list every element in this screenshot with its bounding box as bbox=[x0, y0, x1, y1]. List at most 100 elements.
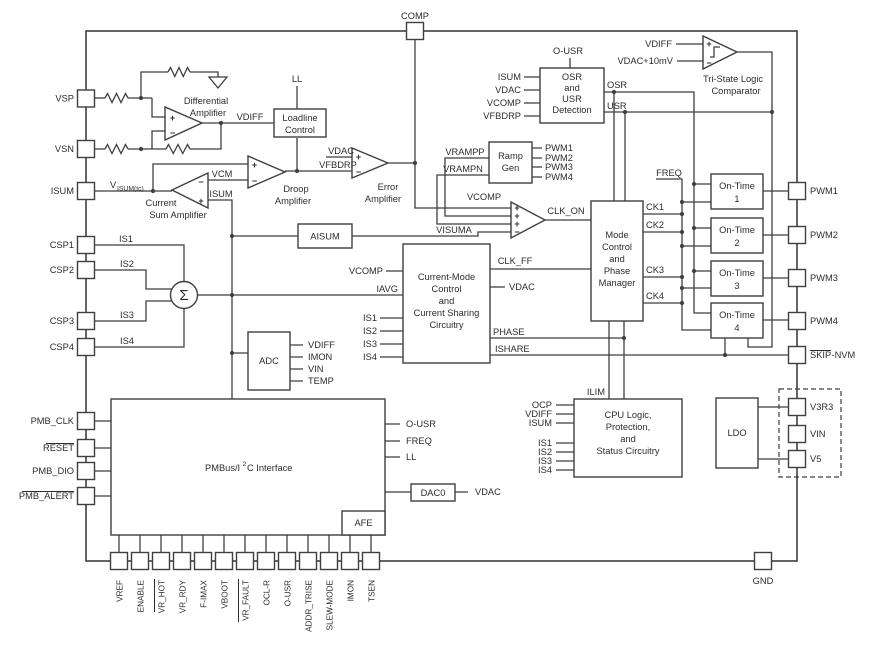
pin-isum bbox=[76, 181, 96, 201]
wire bbox=[95, 308, 185, 348]
det-in-vfbdrp: VFBDRP bbox=[483, 111, 521, 121]
pin-label-pmb-clk: PMB_CLK bbox=[31, 416, 75, 426]
wires bbox=[95, 40, 789, 552]
det-in-isum: ISUM bbox=[498, 72, 521, 82]
net-label-visum-sub: ISUM(tc) bbox=[117, 186, 144, 193]
cmc-in-is2: IS2 bbox=[363, 326, 377, 336]
pin-csp1 bbox=[76, 235, 96, 255]
pin-f-imax bbox=[193, 551, 213, 571]
junction-dot bbox=[229, 292, 235, 298]
osr-det-text-1: OSR bbox=[562, 72, 582, 82]
pin-label-addr-trise: ADDR_TRISE bbox=[305, 579, 314, 631]
supply-pin-group-outline bbox=[778, 388, 842, 478]
cmc-in-is4: IS4 bbox=[363, 352, 377, 362]
pin-label-csp1: CSP1 bbox=[50, 240, 74, 250]
pin-addr-trise bbox=[298, 551, 318, 571]
pin-label-csp2: CSP2 bbox=[50, 265, 74, 275]
junction-dot bbox=[691, 225, 697, 231]
pin-label-skip: SKIP bbox=[810, 350, 831, 360]
cmc-text-4: Current Sharing bbox=[414, 308, 480, 318]
pin-vr-hot bbox=[151, 551, 171, 571]
net-label-vdac-cmc: VDAC bbox=[509, 282, 535, 292]
net-label-ilim: ILIM bbox=[587, 387, 605, 397]
current-sum-amplifier-symbol bbox=[170, 171, 209, 210]
ramp-gen-block bbox=[488, 141, 533, 184]
ontime4-text: On-Time bbox=[719, 310, 755, 320]
junction-dot bbox=[138, 146, 144, 152]
wire bbox=[682, 201, 711, 289]
pin-pwm1 bbox=[787, 181, 807, 201]
diff-amp-plus: + bbox=[170, 113, 175, 123]
junction-dot bbox=[138, 95, 144, 101]
wire bbox=[207, 76, 229, 90]
cpu-in-ocp: OCP bbox=[532, 400, 552, 410]
cpu-in-isum: ISUM bbox=[529, 418, 552, 428]
wire bbox=[165, 143, 191, 155]
summing-node-symbol bbox=[169, 280, 199, 310]
pin-label-vboot: VBOOT bbox=[221, 580, 230, 609]
diff-amp-label-2: Amplifier bbox=[190, 108, 226, 118]
ts-in-vdac10mv: VDAC+10mV bbox=[617, 56, 673, 66]
afe-text: AFE bbox=[354, 518, 372, 528]
on-time-2-block bbox=[710, 217, 764, 254]
droop-amplifier-symbol bbox=[247, 154, 287, 190]
pin-pwm2 bbox=[787, 225, 807, 245]
net-label-vdiff: VDIFF bbox=[237, 112, 264, 122]
on-time-3-block bbox=[710, 260, 764, 297]
error-amp-label-2: Amplifier bbox=[365, 194, 401, 204]
tristate-minus: − bbox=[706, 58, 711, 68]
junction-dot bbox=[769, 109, 775, 115]
net-label-vrampn: VRAMPN bbox=[443, 164, 483, 174]
ontime2-num: 2 bbox=[734, 238, 739, 248]
wire bbox=[95, 420, 111, 497]
pmbus-text-1: PMBus/I bbox=[205, 463, 240, 473]
pin-label-vr-hot: VR_HOT bbox=[158, 580, 167, 613]
net-label-vfbdrp: VFBDRP bbox=[319, 160, 357, 170]
wire bbox=[608, 321, 625, 399]
ontime1-text: On-Time bbox=[719, 181, 755, 191]
csum-amp-minus: − bbox=[198, 177, 203, 187]
wire bbox=[208, 199, 233, 399]
pin-label-o-usr-bottom: O-USR bbox=[284, 580, 293, 606]
pmb-out-o-usr: O-USR bbox=[406, 419, 436, 429]
net-label-ck4: CK4 bbox=[646, 291, 664, 301]
pmbus-text-sup: 2 bbox=[243, 461, 247, 468]
pmb-out-freq: FREQ bbox=[406, 436, 432, 446]
pin-skip-nvm bbox=[787, 345, 807, 365]
pin-pmb-dio bbox=[76, 461, 96, 481]
pin-label-enable: ENABLE bbox=[137, 579, 146, 612]
pin-label-vref: VREF bbox=[116, 580, 125, 602]
net-label-vcm: VCM bbox=[212, 169, 233, 179]
pin-label-slew-mode: SLEW-MODE bbox=[326, 579, 335, 630]
pin-label-pmb-alert: PMB_ALERT bbox=[19, 491, 74, 501]
cmc-in-is3: IS3 bbox=[363, 339, 377, 349]
pin-label-pwm4: PWM4 bbox=[810, 316, 838, 326]
pin-gnd bbox=[753, 551, 773, 571]
pin-label-reset: RESET bbox=[43, 443, 74, 453]
osr-det-text-3: USR bbox=[562, 94, 582, 104]
diff-amp-label-1: Differential bbox=[184, 96, 228, 106]
wire bbox=[104, 143, 129, 155]
pin-v3r3 bbox=[787, 397, 807, 417]
csum-amp-label-2: Sum Amplifier bbox=[149, 210, 206, 220]
adc-out-vin: VIN bbox=[308, 364, 324, 374]
pin-o-usr bbox=[277, 551, 297, 571]
pin-tsen bbox=[361, 551, 381, 571]
junction-dot bbox=[679, 229, 685, 235]
cmc-text-2: Control bbox=[432, 284, 462, 294]
pin-label-ocl-r: OCL-R bbox=[263, 580, 272, 606]
pin-imon bbox=[340, 551, 360, 571]
net-label-ll: LL bbox=[292, 74, 302, 84]
pin-ocl-r bbox=[256, 551, 276, 571]
osr-usr-detection-block bbox=[539, 67, 605, 124]
pin-label-isum: ISUM bbox=[51, 186, 74, 196]
net-label-rg-pwm4: PWM4 bbox=[545, 172, 573, 182]
wire bbox=[388, 40, 511, 209]
mode-text-4: Phase bbox=[604, 266, 630, 276]
ldo-text: LDO bbox=[727, 428, 746, 438]
pin-comp bbox=[405, 21, 425, 41]
net-label-vcomp-cmc: VCOMP bbox=[349, 266, 383, 276]
pin-vr-fault bbox=[235, 551, 255, 571]
pin-label-f-imax: F-IMAX bbox=[200, 579, 209, 607]
